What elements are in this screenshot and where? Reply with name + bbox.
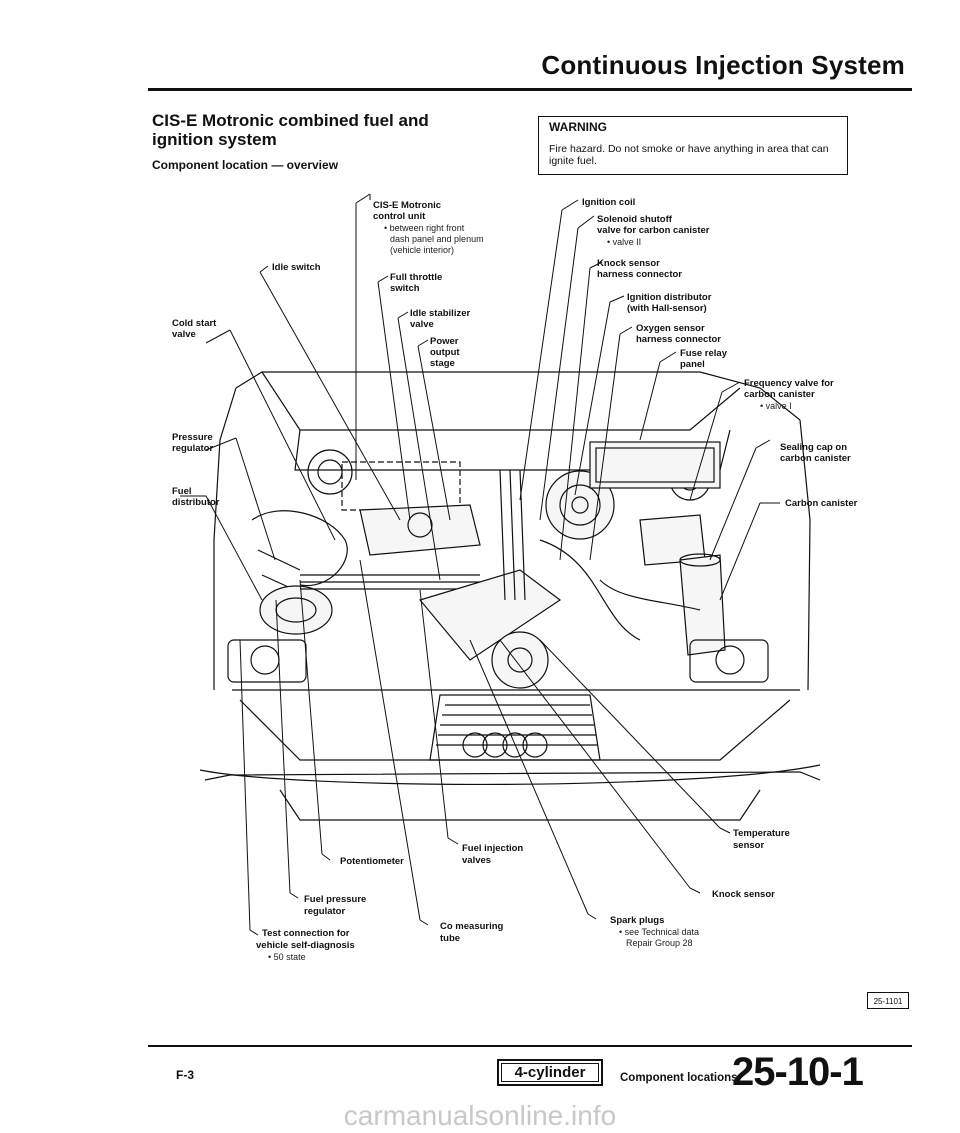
- label-cis-control-unit-1: CIS-E Motronic: [373, 200, 441, 211]
- label-fuse-relay-2: panel: [680, 359, 705, 370]
- label-fuel-pressure-regulator-1: Fuel pressure: [304, 894, 366, 905]
- label-pressure-regulator-2: regulator: [172, 443, 213, 454]
- label-knock-sensor: Knock sensor: [712, 889, 775, 900]
- label-potentiometer: Potentiometer: [340, 856, 404, 867]
- engine-bay-drawing: [199, 371, 821, 821]
- label-power-output-1: Power: [430, 336, 459, 347]
- label-power-output-3: stage: [430, 358, 455, 369]
- label-temperature-sensor-2: sensor: [733, 840, 764, 851]
- label-cold-start-2: valve: [172, 329, 196, 340]
- section-title: CIS-E Motronic combined fuel and ignitio…: [152, 111, 429, 149]
- label-cis-control-unit-2: control unit: [373, 211, 426, 222]
- label-cis-note-3: (vehicle interior): [390, 245, 454, 255]
- label-spark-plugs-note-1: • see Technical data: [619, 927, 699, 937]
- label-cis-note-2: dash panel and plenum: [390, 234, 484, 244]
- label-fuel-distributor-1: Fuel: [172, 486, 192, 497]
- page-header-title: Continuous Injection System: [541, 50, 905, 80]
- label-spark-plugs: Spark plugs: [610, 915, 664, 926]
- footer-rule: [148, 1045, 912, 1047]
- label-temperature-sensor-1: Temperature: [733, 828, 790, 839]
- label-fuel-distributor-2: distributor: [172, 497, 220, 508]
- label-idle-switch: Idle switch: [272, 262, 321, 273]
- label-co-measuring-2: tube: [440, 933, 460, 944]
- footer-left-code: F-3: [176, 1068, 194, 1082]
- label-idle-stabilizer-1: Idle stabilizer: [410, 308, 470, 319]
- label-pressure-regulator-1: Pressure: [172, 432, 213, 443]
- label-fuel-pressure-regulator-2: regulator: [304, 906, 345, 917]
- label-knock-connector-1: Knock sensor: [597, 258, 660, 269]
- label-frequency-valve-2: carbon canister: [744, 389, 815, 400]
- label-frequency-note: • valve I: [760, 401, 792, 411]
- label-solenoid-note: • valve II: [607, 237, 641, 247]
- label-solenoid-shutoff-1: Solenoid shutoff: [597, 214, 673, 225]
- label-fuel-injection-1: Fuel injection: [462, 843, 523, 854]
- label-oxygen-connector-1: Oxygen sensor: [636, 323, 705, 334]
- label-power-output-2: output: [430, 347, 460, 358]
- warning-title: WARNING: [549, 120, 607, 134]
- label-knock-connector-2: harness connector: [597, 269, 682, 280]
- label-frequency-valve-1: Frequency valve for: [744, 378, 834, 389]
- label-sealing-cap-2: carbon canister: [780, 453, 851, 464]
- footer-page-number: 25-10-1: [732, 1050, 864, 1094]
- label-full-throttle-1: Full throttle: [390, 272, 442, 283]
- label-full-throttle-2: switch: [390, 283, 420, 294]
- label-fuel-injection-2: valves: [462, 855, 491, 866]
- label-test-connection-1: Test connection for: [262, 928, 350, 939]
- label-sealing-cap-1: Sealing cap on: [780, 442, 847, 453]
- warning-text: Fire hazard. Do not smoke or have anythi…: [549, 143, 829, 167]
- label-idle-stabilizer-2: valve: [410, 319, 434, 330]
- figure-reference: 25-1101: [867, 992, 909, 1009]
- label-co-measuring-1: Co measuring: [440, 921, 504, 932]
- label-ignition-distributor-2: (with Hall-sensor): [627, 303, 707, 314]
- label-test-connection-2: vehicle self-diagnosis: [256, 940, 355, 951]
- footer-engine-tab: 4-cylinder: [497, 1059, 603, 1086]
- header-rule: [148, 88, 912, 91]
- label-carbon-canister: Carbon canister: [785, 498, 858, 509]
- label-oxygen-connector-2: harness connector: [636, 334, 721, 345]
- diagram-labels: CIS-E Motronic control unit • between ri…: [172, 197, 858, 962]
- label-cis-note-1: • between right front: [384, 223, 465, 233]
- leader-lines: [180, 193, 780, 936]
- section-subtitle: Component location — overview: [152, 158, 339, 172]
- footer-group-title: Component locations: [620, 1072, 738, 1084]
- label-ignition-coil: Ignition coil: [582, 197, 635, 208]
- label-fuse-relay-1: Fuse relay: [680, 348, 728, 359]
- label-ignition-distributor-1: Ignition distributor: [627, 292, 712, 303]
- label-test-connection-note: • 50 state: [268, 952, 306, 962]
- label-spark-plugs-note-2: Repair Group 28: [626, 938, 693, 948]
- warning-box: WARNING Fire hazard. Do not smoke or hav…: [538, 116, 848, 175]
- label-cold-start-1: Cold start: [172, 318, 217, 329]
- watermark: carmanualsonline.info: [343, 1100, 617, 1131]
- label-solenoid-shutoff-2: valve for carbon canister: [597, 225, 710, 236]
